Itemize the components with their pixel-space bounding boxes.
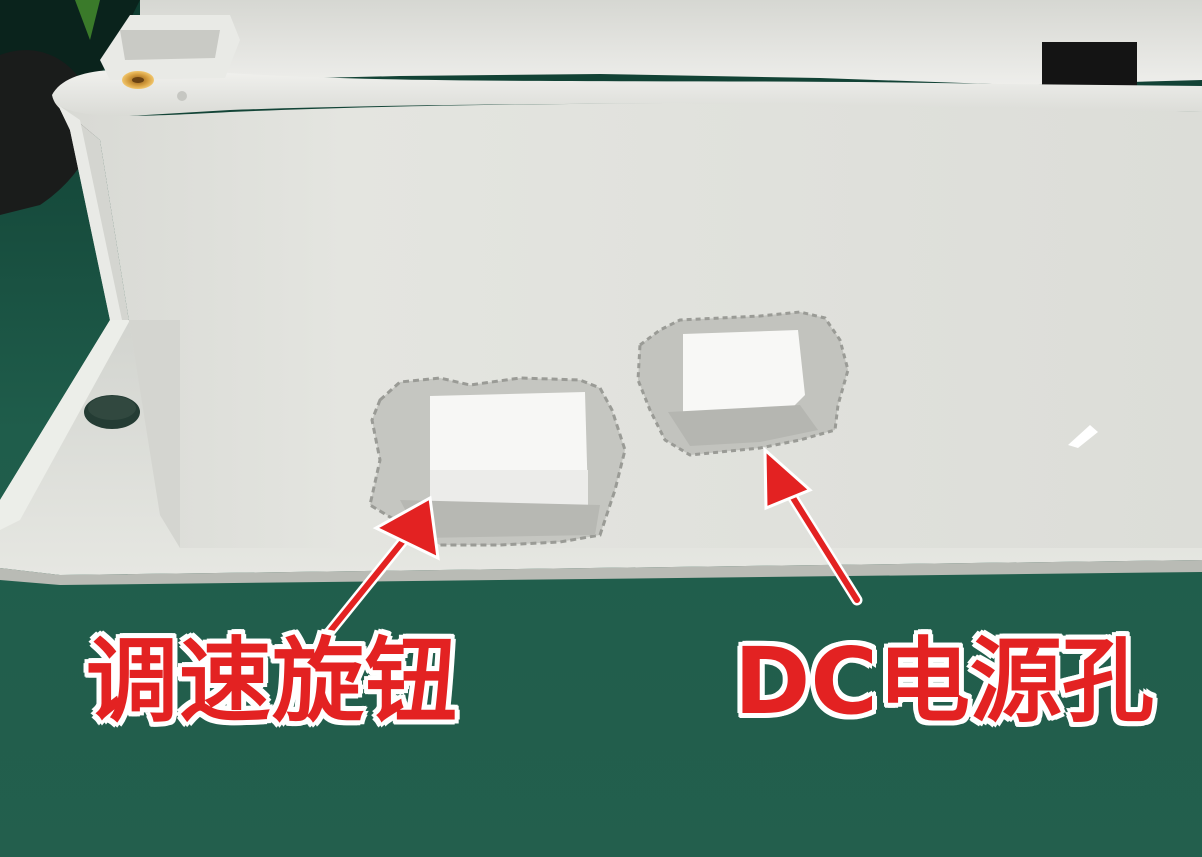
surface-scratch (1068, 425, 1098, 448)
box-interior (140, 0, 1202, 85)
knob-arrow (309, 495, 440, 656)
box-flange (0, 320, 1202, 575)
dc-arrow (763, 446, 863, 606)
interior-cutout (1042, 42, 1137, 90)
dc-hole (636, 310, 850, 457)
knob-hole (368, 376, 627, 547)
knob-label: 调速旋钮 (86, 628, 459, 735)
box-front-face (58, 103, 1202, 549)
box-rim (52, 70, 1202, 118)
cable-wires (75, 0, 100, 40)
dc-power-label: DC电源孔 (734, 628, 1154, 735)
